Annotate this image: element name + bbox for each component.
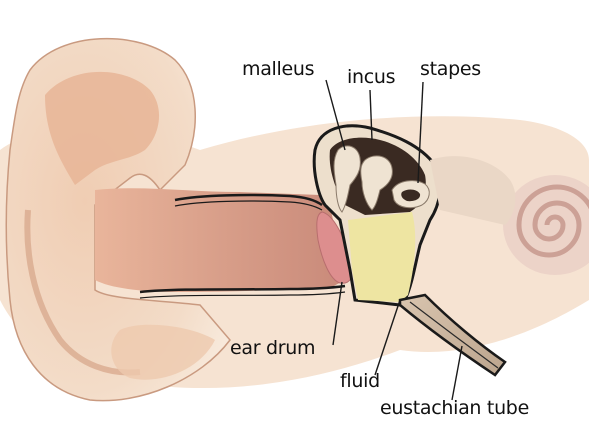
label-ear-drum: ear drum	[230, 339, 315, 358]
label-incus: incus	[347, 68, 395, 87]
label-stapes: stapes	[420, 60, 481, 79]
label-fluid: fluid	[340, 372, 380, 391]
label-eustachian-tube: eustachian tube	[380, 399, 529, 418]
leader-eustachian	[452, 346, 462, 400]
ear-canal	[95, 188, 345, 292]
label-malleus: malleus	[242, 60, 314, 79]
fluid-region	[348, 212, 415, 302]
